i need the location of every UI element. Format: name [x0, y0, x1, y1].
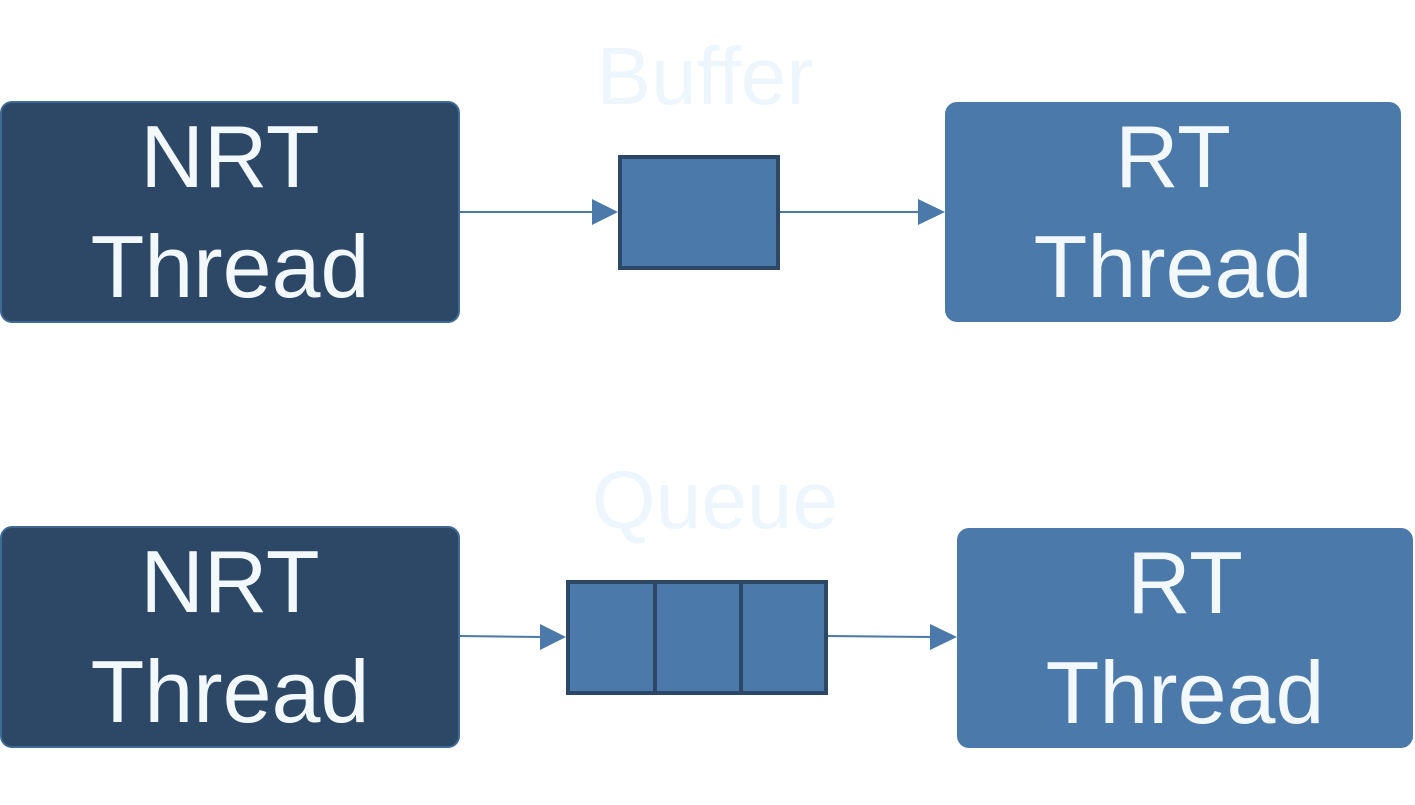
- bottom-rt-label: RT: [1127, 533, 1243, 632]
- top-nrt-thread-box: NRT Thread: [0, 101, 460, 323]
- queue-slot: [653, 580, 743, 695]
- top-nrt-thread-label: Thread: [90, 217, 370, 316]
- queue-label: Queue: [591, 455, 839, 546]
- top-rt-thread-label: Thread: [1033, 217, 1313, 316]
- buffer-label: Buffer: [596, 31, 814, 122]
- bottom-arrow-nrt-to-queue: [459, 624, 566, 650]
- bottom-rt-thread-box: RT Thread: [957, 528, 1413, 748]
- bottom-arrow-queue-to-rt: [827, 624, 957, 650]
- top-rt-thread-box: RT Thread: [945, 102, 1401, 322]
- top-arrow-nrt-to-buffer: [460, 199, 618, 225]
- bottom-nrt-thread-label: Thread: [90, 642, 370, 741]
- top-rt-label: RT: [1115, 107, 1231, 206]
- buffer-slot: [618, 155, 780, 270]
- top-arrow-buffer-to-rt: [780, 199, 945, 225]
- top-nrt-label: NRT: [140, 107, 320, 206]
- bottom-nrt-label: NRT: [140, 532, 320, 631]
- bottom-rt-thread-label: Thread: [1045, 643, 1325, 742]
- bottom-nrt-thread-box: NRT Thread: [0, 526, 460, 748]
- queue-slot: [739, 580, 828, 695]
